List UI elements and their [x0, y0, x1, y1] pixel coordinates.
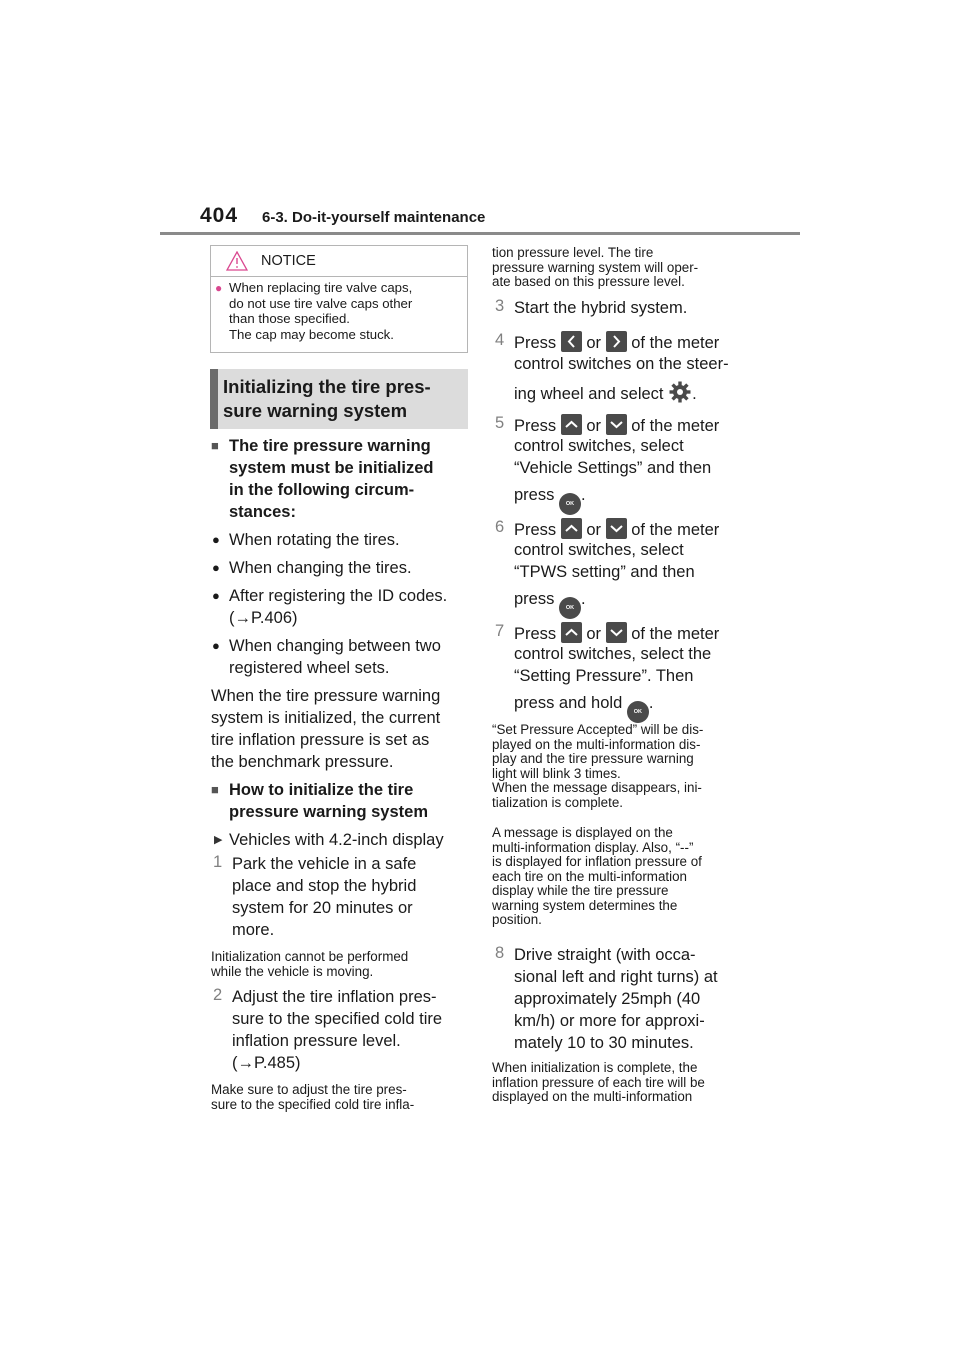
- down-arrow-button-icon: [605, 622, 627, 643]
- left-arrow-button-icon: [560, 331, 582, 352]
- step-7-line4: press and hold OK.: [514, 692, 653, 723]
- step-7-text: control switches, select the “Setting Pr…: [514, 645, 712, 685]
- subheading-initialize-circumstances: The tire pressure warning system must be…: [229, 437, 434, 521]
- step-number: 2: [213, 986, 223, 1004]
- display-note: Vehicles with 4.2-inch display: [229, 831, 444, 849]
- notice-title: NOTICE: [261, 253, 316, 269]
- step-4-line3: ing wheel and select .: [514, 380, 697, 410]
- notice-box: NOTICE ● When replacing tire valve caps,…: [210, 245, 468, 353]
- down-arrow-button-icon: [605, 414, 627, 435]
- bullet-item: After registering the ID codes.: [229, 587, 448, 605]
- step-7-note-a: “Set Pressure Accepted” will be dis- pla…: [492, 722, 704, 810]
- header-rule: [160, 232, 800, 235]
- arrow-icon: →: [237, 1054, 255, 1072]
- notice-text: When replacing tire valve caps, do not u…: [229, 280, 413, 342]
- step-4-line1: Press or of the meter: [514, 331, 719, 354]
- ok-button-icon: OK: [558, 493, 581, 515]
- bullet-item: When changing the tires.: [229, 559, 412, 577]
- step-4-line2: control switches on the steer-: [514, 355, 729, 373]
- page-number: 404: [200, 204, 239, 227]
- section-heading: Initializing the tire pres- sure warning…: [210, 369, 468, 429]
- ok-button-icon: OK: [626, 701, 649, 723]
- warning-triangle-icon: [225, 250, 249, 276]
- step-number: 6: [495, 518, 505, 536]
- gear-icon: [668, 380, 692, 410]
- heading-bar: [210, 369, 218, 429]
- step-5-line4: press OK.: [514, 484, 586, 515]
- section-title: 6-3. Do-it-yourself maintenance: [262, 209, 486, 226]
- ok-button-icon: OK: [558, 597, 581, 619]
- section-heading-text: Initializing the tire pres- sure warning…: [223, 376, 431, 421]
- up-arrow-button-icon: [560, 414, 582, 435]
- bullet-icon: ●: [212, 560, 220, 575]
- step-number: 1: [213, 853, 223, 871]
- bullet-icon: ●: [212, 588, 220, 603]
- bullet-icon: ●: [212, 532, 220, 547]
- step-6-text: control switches, select “TPWS setting” …: [514, 541, 695, 581]
- square-bullet-icon: ■: [211, 438, 219, 453]
- bullet-dot-icon: ●: [215, 281, 223, 295]
- up-arrow-button-icon: [560, 622, 582, 643]
- step-3: Start the hybrid system.: [514, 299, 688, 317]
- step-2: Adjust the tire inflation pres- sure to …: [232, 988, 443, 1050]
- right-arrow-button-icon: [605, 331, 627, 352]
- bullet-icon: ●: [212, 638, 220, 653]
- continued-note: tion pressure level. The tire pressure w…: [492, 245, 699, 289]
- step-number: 5: [495, 414, 505, 432]
- step-number: 4: [495, 331, 505, 349]
- notice-header: NOTICE: [211, 246, 467, 277]
- square-bullet-icon: ■: [211, 782, 219, 797]
- bullet-item: When changing between two registered whe…: [229, 637, 441, 677]
- subheading-how-to-initialize: How to initialize the tire pressure warn…: [229, 781, 428, 821]
- step-1-note: Initialization cannot be performed while…: [211, 949, 409, 979]
- step-number: 3: [495, 297, 505, 315]
- step-5-line1: Press or of the meter: [514, 414, 719, 437]
- up-arrow-button-icon: [560, 518, 582, 539]
- step-number: 8: [495, 944, 505, 962]
- step-8: Drive straight (with occa- sional left a…: [514, 946, 718, 1052]
- reference-text: P.485): [254, 1054, 301, 1072]
- step-8-note: When initialization is complete, the inf…: [492, 1060, 705, 1104]
- arrow-icon: →: [234, 609, 252, 627]
- step-6-line1: Press or of the meter: [514, 518, 719, 541]
- paragraph: When the tire pressure warning system is…: [211, 687, 441, 771]
- step-5-text: control switches, select “Vehicle Settin…: [514, 437, 712, 477]
- step-1: Park the vehicle in a safe place and sto…: [232, 855, 417, 939]
- bullet-item: When rotating the tires.: [229, 531, 400, 549]
- step-6-line4: press OK.: [514, 588, 586, 619]
- step-2-note: Make sure to adjust the tire pres- sure …: [211, 1082, 415, 1112]
- page-reference[interactable]: (→P.485): [232, 1054, 301, 1072]
- down-arrow-button-icon: [605, 518, 627, 539]
- step-number: 7: [495, 622, 505, 640]
- reference-text: P.406): [251, 609, 298, 627]
- notice-item: ● When replacing tire valve caps, do not…: [215, 280, 463, 342]
- page-reference[interactable]: (→P.406): [229, 609, 298, 627]
- triangle-bullet-icon: ▶: [214, 834, 223, 846]
- step-7-line1: Press or of the meter: [514, 622, 719, 645]
- step-7-note-b: A message is displayed on the multi-info…: [492, 825, 702, 927]
